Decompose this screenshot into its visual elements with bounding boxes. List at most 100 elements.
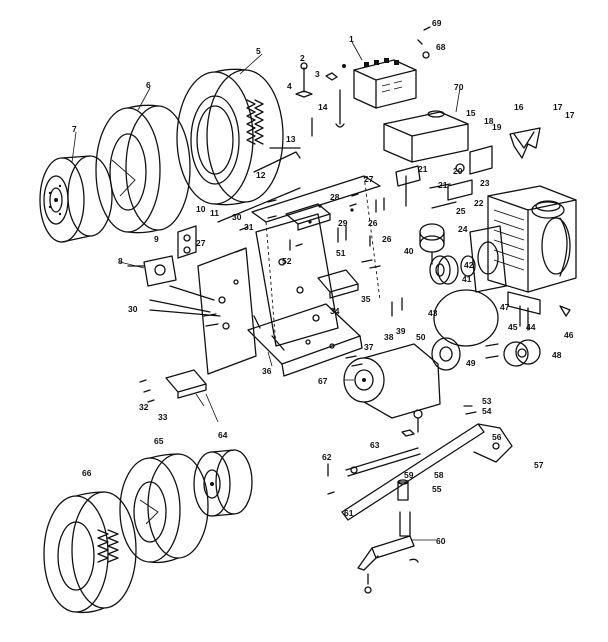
main-frame bbox=[197, 175, 381, 377]
engine-pulley bbox=[429, 255, 476, 285]
callout-47: 47 bbox=[500, 302, 510, 312]
callout-10: 10 bbox=[196, 204, 206, 214]
engine bbox=[469, 185, 577, 293]
callout-55: 55 bbox=[432, 484, 442, 494]
front-tire-tread bbox=[97, 529, 119, 563]
mount-plate-upper bbox=[285, 203, 331, 231]
callout-25: 25 bbox=[456, 206, 466, 216]
front-axle bbox=[341, 423, 513, 521]
front-tire-inner bbox=[119, 453, 209, 564]
callout-33: 33 bbox=[158, 412, 168, 422]
callout-41: 41 bbox=[462, 274, 472, 284]
rear-tire-outer bbox=[176, 68, 284, 206]
callout-36: 36 bbox=[262, 366, 272, 376]
callout-11: 11 bbox=[210, 208, 219, 218]
callout-30a: 30 bbox=[232, 212, 242, 222]
mount-plate-lower-left bbox=[165, 369, 207, 399]
callout-59: 59 bbox=[404, 470, 414, 480]
callout-3: 3 bbox=[315, 69, 320, 79]
callout-49: 49 bbox=[466, 358, 476, 368]
callout-4: 4 bbox=[287, 81, 292, 91]
callout-21a: 21 bbox=[418, 164, 428, 174]
callout-1: 1 bbox=[349, 34, 354, 44]
callout-60: 60 bbox=[436, 536, 446, 546]
callout-54: 54 bbox=[482, 406, 492, 416]
callout-58: 58 bbox=[434, 470, 444, 480]
callout-23: 23 bbox=[480, 178, 490, 188]
callout-44: 44 bbox=[526, 322, 536, 332]
callout-17a: 17 bbox=[553, 102, 563, 112]
callout-15: 15 bbox=[466, 108, 476, 118]
callout-48: 48 bbox=[552, 350, 562, 360]
callout-18: 18 bbox=[484, 116, 494, 126]
callout-68: 68 bbox=[436, 42, 446, 52]
callout-56: 56 bbox=[492, 432, 502, 442]
callout-24: 24 bbox=[458, 224, 468, 234]
callout-50: 50 bbox=[416, 332, 426, 342]
washer bbox=[422, 51, 430, 59]
callout-13: 13 bbox=[286, 134, 296, 144]
callout-37: 37 bbox=[364, 342, 374, 352]
front-tire-outer bbox=[43, 491, 137, 614]
mount-plate-right bbox=[317, 269, 359, 299]
callout-22: 22 bbox=[474, 198, 484, 208]
control-rod bbox=[217, 187, 301, 223]
callout-12: 12 bbox=[256, 170, 266, 180]
callout-6: 6 bbox=[146, 80, 151, 90]
callout-19: 19 bbox=[492, 122, 502, 132]
callout-39: 39 bbox=[396, 326, 406, 336]
callout-5: 5 bbox=[256, 46, 261, 56]
callout-67: 67 bbox=[318, 376, 328, 386]
callout-66: 66 bbox=[82, 468, 92, 478]
bracket-16 bbox=[509, 127, 541, 159]
muffler bbox=[419, 223, 445, 265]
callout-61: 61 bbox=[344, 508, 354, 518]
callout-14: 14 bbox=[318, 102, 328, 112]
callout-7: 7 bbox=[72, 124, 77, 134]
callout-34: 34 bbox=[330, 306, 340, 316]
callout-26a: 26 bbox=[382, 234, 392, 244]
callout-35: 35 bbox=[361, 294, 371, 304]
callout-40: 40 bbox=[404, 246, 414, 256]
spindle-tube bbox=[357, 479, 415, 571]
callout-26b: 26 bbox=[368, 218, 378, 228]
callout-51: 51 bbox=[336, 248, 346, 258]
callout-46: 46 bbox=[564, 330, 574, 340]
callout-53: 53 bbox=[482, 396, 492, 406]
transaxle bbox=[343, 337, 541, 419]
callout-52: 52 bbox=[282, 256, 292, 266]
callout-70: 70 bbox=[454, 82, 464, 92]
callout-32: 32 bbox=[139, 402, 149, 412]
engine-mount bbox=[507, 291, 571, 331]
screw bbox=[417, 26, 431, 45]
drive-belt bbox=[433, 289, 499, 347]
callout-9: 9 bbox=[154, 234, 159, 244]
callout-62: 62 bbox=[322, 452, 332, 462]
fuel-tank bbox=[383, 110, 469, 163]
callout-65: 65 bbox=[154, 436, 164, 446]
callout-42: 42 bbox=[464, 260, 474, 270]
callout-30b: 30 bbox=[128, 304, 138, 314]
throttle-bracket bbox=[395, 145, 493, 209]
callout-8: 8 bbox=[118, 256, 123, 266]
callout-31: 31 bbox=[244, 222, 254, 232]
steering-hardware bbox=[327, 405, 477, 594]
callout-69: 69 bbox=[432, 18, 442, 28]
callout-2: 2 bbox=[300, 53, 305, 63]
callout-21b: 21 bbox=[438, 180, 448, 190]
rear-tire-inner bbox=[95, 104, 191, 234]
callout-57: 57 bbox=[534, 460, 544, 470]
rear-wheel-rim-left bbox=[39, 155, 113, 243]
callout-27b: 27 bbox=[196, 238, 206, 248]
callout-45: 45 bbox=[508, 322, 518, 332]
callout-29: 29 bbox=[338, 218, 348, 228]
callout-27a: 27 bbox=[364, 174, 374, 184]
shift-rod bbox=[253, 151, 301, 173]
callout-38: 38 bbox=[384, 332, 394, 342]
callout-64: 64 bbox=[218, 430, 228, 440]
leader-lines bbox=[71, 41, 461, 541]
battery bbox=[353, 58, 417, 109]
battery-hold-down bbox=[295, 62, 346, 137]
callout-28: 28 bbox=[330, 192, 340, 202]
